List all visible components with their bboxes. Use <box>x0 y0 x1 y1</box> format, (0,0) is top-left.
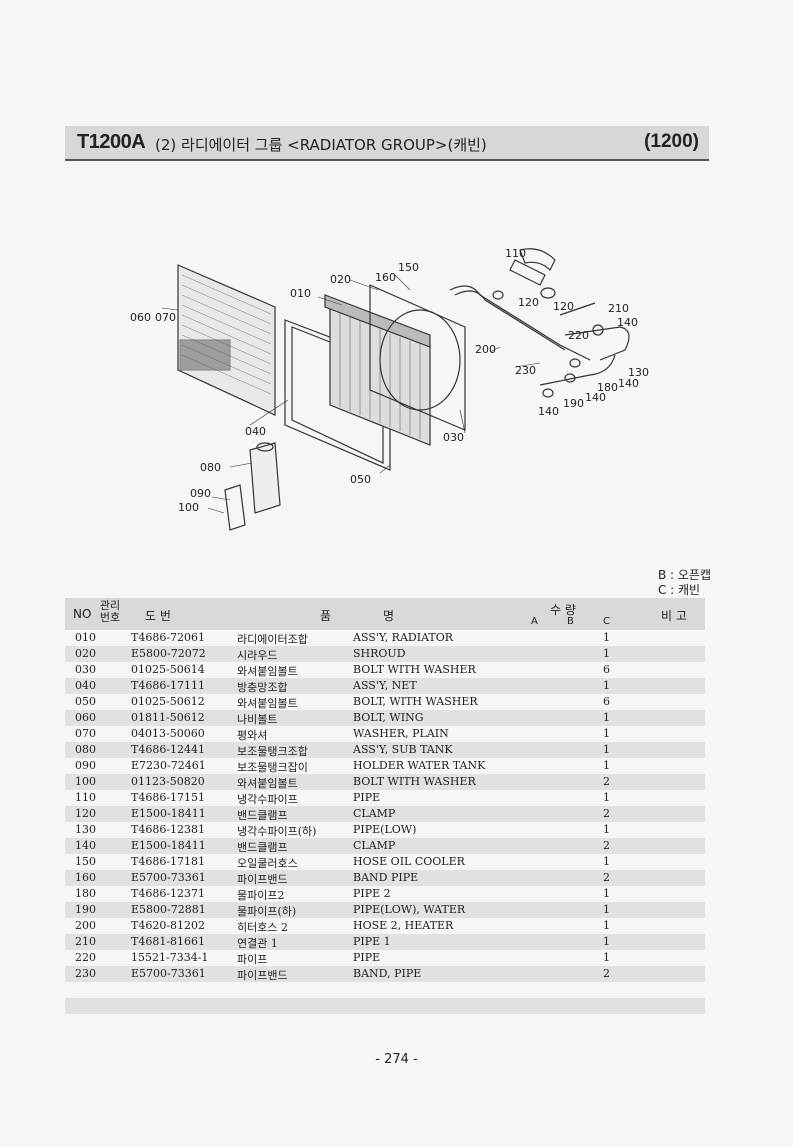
callout-210: 210 <box>608 302 629 315</box>
section-header: T1200A (2) 라디에이터 그룹 <RADIATOR GROUP>(캐빈)… <box>65 126 709 161</box>
pipe-210 <box>559 302 596 316</box>
model-legend: B : 오픈캡 C : 캐빈 <box>658 568 711 598</box>
callout-190: 190 <box>563 397 584 410</box>
page-number: - 274 - <box>375 1052 418 1067</box>
callout-020: 020 <box>330 273 351 286</box>
header-a: A <box>531 616 538 627</box>
header-drawing: 도 번 <box>145 609 171 623</box>
callout-180: 180 <box>597 381 618 394</box>
pipe-110 <box>509 259 546 286</box>
callout-140d: 140 <box>538 405 559 418</box>
header-mgmt: 관리번호 <box>99 599 121 624</box>
sub-tank-part <box>224 442 281 531</box>
radiator-core-part <box>324 294 431 446</box>
callout-110: 110 <box>505 247 526 260</box>
callout-010: 010 <box>290 287 311 300</box>
callout-050: 050 <box>350 473 371 486</box>
parts-table-header: NO 관리번호 도 번 품 명 수 량 A B C 비 고 <box>65 598 705 630</box>
header-remark: 비 고 <box>661 609 687 623</box>
callout-070: 070 <box>155 311 176 324</box>
legend-b: B : 오픈캡 <box>657 568 711 582</box>
callout-030: 030 <box>443 431 464 444</box>
header-c: C <box>603 616 610 627</box>
callout-040: 040 <box>245 425 266 438</box>
callout-140a: 140 <box>617 316 638 329</box>
model-code: T1200A <box>77 131 146 153</box>
callout-130: 130 <box>628 366 649 379</box>
table-footer-row <box>65 998 705 1014</box>
radiator-exploded-diagram: 010 020 030 040 050 060 070 080 090 100 … <box>130 247 649 531</box>
header-no: NO <box>73 607 92 621</box>
header-qty: 수 량 <box>550 603 576 617</box>
callout-220: 220 <box>568 329 589 342</box>
group-code: (1200) <box>644 131 699 152</box>
section-title: (2) 라디에이터 그룹 <RADIATOR GROUP>(캐빈) <box>155 136 487 154</box>
callout-140b: 140 <box>618 377 639 390</box>
callout-060: 060 <box>130 311 151 324</box>
callout-080: 080 <box>200 461 221 474</box>
callout-100: 100 <box>178 501 199 514</box>
header-name: 명 <box>383 609 395 623</box>
callout-200: 200 <box>475 343 496 356</box>
callout-150: 150 <box>398 261 419 274</box>
legend-c: C : 캐빈 <box>657 583 701 597</box>
header-b: B <box>567 616 574 627</box>
callout-120b: 120 <box>553 300 574 313</box>
header-item: 품 <box>320 609 332 623</box>
net-part <box>177 264 276 416</box>
callout-120a: 120 <box>518 296 539 309</box>
callout-160: 160 <box>375 271 396 284</box>
callout-090: 090 <box>190 487 211 500</box>
callout-140c: 140 <box>585 391 606 404</box>
callout-230: 230 <box>515 364 536 377</box>
